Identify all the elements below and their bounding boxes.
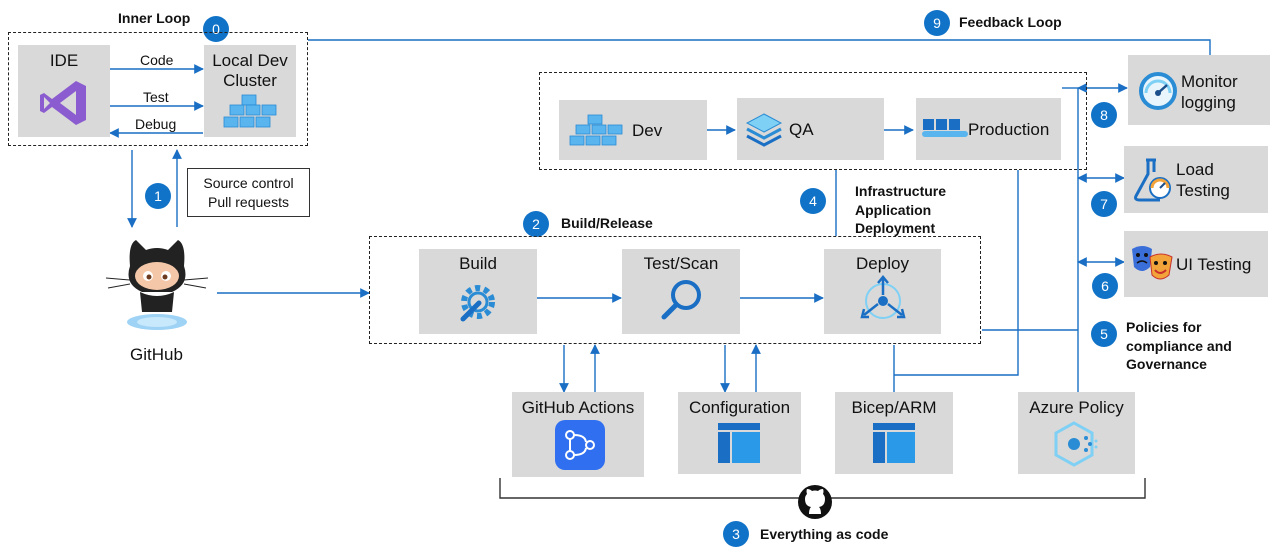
- arrow-label-code: Code: [140, 52, 174, 68]
- env-production-box[interactable]: Production: [916, 98, 1061, 160]
- azure-policy-icon: [1054, 421, 1098, 467]
- load-testing-label: Load Testing: [1176, 159, 1230, 201]
- qa-layers-icon: [745, 113, 783, 147]
- build-release-group: [369, 236, 981, 344]
- github-label: GitHub: [130, 345, 183, 364]
- source-control-line1: Source control: [203, 175, 294, 191]
- step-badge-5: 5: [1091, 321, 1117, 347]
- step-badge-8: 8: [1091, 102, 1117, 128]
- step-badge-4: 4: [800, 188, 826, 214]
- step-badge-0: 0: [203, 16, 229, 42]
- inner-loop-title: Inner Loop: [118, 10, 191, 26]
- policies-caption: Policies for compliance and Governance: [1126, 318, 1232, 374]
- caption-application: Application: [855, 201, 932, 218]
- visual-studio-icon: [40, 81, 86, 125]
- bicep-arm-box[interactable]: Bicep/ARM: [835, 392, 953, 474]
- ui-testing-label: UI Testing: [1176, 255, 1252, 274]
- env-dev-label: Dev: [632, 121, 663, 140]
- cluster-cubes-icon: [223, 94, 277, 128]
- ide-label: IDE: [49, 51, 79, 70]
- production-pipeline-icon: [922, 119, 968, 137]
- monitor-logging-label: Monitor logging: [1181, 71, 1238, 113]
- policies-line3: Governance: [1126, 356, 1207, 372]
- source-control-line2: Pull requests: [208, 194, 289, 210]
- env-production-label: Production: [968, 120, 1050, 139]
- env-dev-box[interactable]: Dev: [559, 100, 707, 160]
- load-testing-flask-icon: [1134, 158, 1171, 202]
- config-table-icon: [718, 423, 760, 463]
- github-actions-box[interactable]: GitHub Actions: [512, 392, 644, 477]
- deploy-radial-icon: [860, 275, 906, 319]
- environments-group: [539, 72, 1087, 170]
- magnifier-icon: [661, 280, 701, 320]
- test-scan-label: Test/Scan: [643, 254, 719, 273]
- deploy-box[interactable]: Deploy: [824, 249, 941, 334]
- github-actions-label: GitHub Actions: [521, 398, 635, 417]
- everything-as-code-label: Everything as code: [760, 526, 889, 542]
- github-mark-icon: [798, 485, 832, 519]
- load-line1: Load: [1176, 160, 1214, 179]
- build-label: Build: [459, 254, 497, 273]
- arrow-label-debug: Debug: [135, 116, 177, 132]
- configuration-label: Configuration: [688, 398, 791, 417]
- policies-line1: Policies for: [1126, 319, 1202, 335]
- step-badge-1: 1: [145, 183, 171, 209]
- source-control-note: Source control Pull requests: [187, 168, 310, 217]
- monitor-line1: Monitor: [1181, 72, 1238, 91]
- load-line2: Testing: [1176, 181, 1230, 200]
- load-testing-box[interactable]: Load Testing: [1124, 146, 1268, 213]
- arrow-label-test: Test: [143, 89, 169, 105]
- bicep-table-icon: [873, 423, 915, 463]
- inner-loop-group: [8, 32, 308, 146]
- gear-wrench-icon: [460, 285, 495, 322]
- policies-line2: compliance and: [1126, 337, 1232, 354]
- build-box[interactable]: Build: [419, 249, 537, 334]
- cluster-label: Local Dev Cluster: [204, 51, 296, 91]
- github-octocat-icon[interactable]: [100, 236, 210, 334]
- step-badge-2: 2: [523, 211, 549, 237]
- step-badge-9: 9: [924, 10, 950, 36]
- caption-infrastructure: Infrastructure: [855, 183, 947, 199]
- build-release-title: Build/Release: [561, 215, 653, 231]
- github-actions-icon: [555, 420, 605, 470]
- step-badge-3: 3: [723, 521, 749, 547]
- azure-policy-label: Azure Policy: [1029, 398, 1124, 417]
- ide-box[interactable]: IDE: [18, 45, 110, 137]
- cluster-label-line1: Local Dev: [212, 51, 288, 70]
- infra-app-deploy-caption: Infrastructure Application Deployment: [855, 182, 946, 238]
- configuration-box[interactable]: Configuration: [678, 392, 801, 474]
- dev-cubes-icon: [569, 114, 623, 146]
- monitor-logging-box[interactable]: Monitor logging: [1128, 55, 1270, 125]
- step-badge-6: 6: [1092, 273, 1118, 299]
- cluster-label-line2: Cluster: [223, 71, 277, 90]
- feedback-loop-label: Feedback Loop: [959, 14, 1062, 30]
- caption-deployment: Deployment: [855, 220, 936, 236]
- env-qa-label: QA: [789, 120, 814, 139]
- step-badge-7: 7: [1091, 191, 1117, 217]
- azure-policy-box[interactable]: Azure Policy: [1018, 392, 1135, 474]
- theater-masks-icon: [1132, 246, 1173, 280]
- monitor-line2: logging: [1181, 93, 1236, 112]
- env-qa-box[interactable]: QA: [737, 98, 884, 160]
- test-scan-box[interactable]: Test/Scan: [622, 249, 740, 334]
- bicep-arm-label: Bicep/ARM: [851, 398, 937, 417]
- local-dev-cluster-box[interactable]: Local Dev Cluster: [204, 45, 296, 137]
- ui-testing-box[interactable]: UI Testing: [1124, 231, 1268, 297]
- gauge-icon: [1139, 72, 1177, 110]
- deploy-label: Deploy: [856, 254, 909, 273]
